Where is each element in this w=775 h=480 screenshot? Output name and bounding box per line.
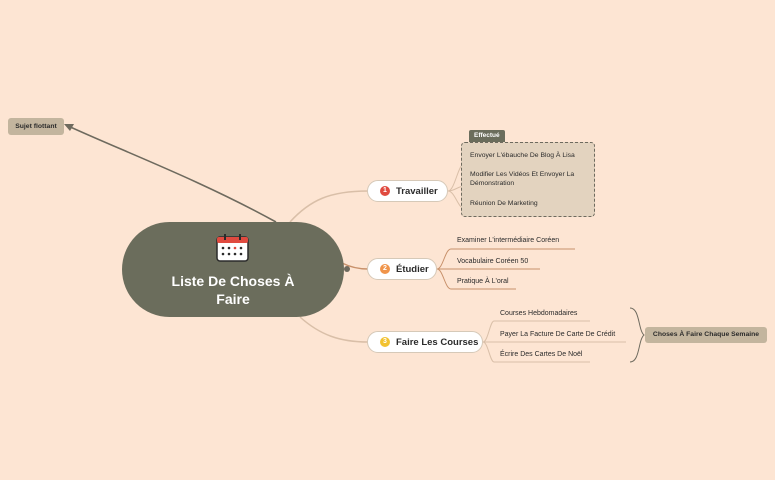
priority-2-icon: 2 bbox=[380, 264, 390, 274]
line-central-etudier bbox=[341, 262, 369, 270]
line-central-travailler bbox=[289, 190, 369, 223]
subtopic[interactable]: Vocabulaire Coréen 50 bbox=[457, 258, 529, 265]
central-topic[interactable]: Liste De Choses À Faire bbox=[122, 222, 344, 317]
priority-1-icon: 1 bbox=[380, 186, 390, 196]
branch-label: Étudier bbox=[396, 263, 429, 275]
subtopic[interactable]: Courses Hebdomadaires bbox=[500, 310, 578, 317]
floating-relationship-line bbox=[65, 124, 277, 223]
floating-topic[interactable]: Sujet flottant bbox=[8, 118, 64, 135]
subtopic[interactable]: Payer La Facture De Carte De Crédit bbox=[500, 331, 616, 338]
branch-label: Faire Les Courses bbox=[396, 336, 479, 348]
summary-topic[interactable]: Choses À Faire Chaque Semaine bbox=[645, 327, 767, 343]
calendar-icon bbox=[216, 234, 249, 262]
branch-travailler[interactable]: 1 Travailler bbox=[367, 180, 448, 202]
subtopic[interactable]: Modifier Les Vidéos Et Envoyer La Démons… bbox=[470, 171, 575, 187]
subtopic[interactable]: Réunion De Marketing bbox=[470, 200, 538, 207]
subtopic[interactable]: Écrire Des Cartes De Noël bbox=[500, 351, 583, 358]
subtopic[interactable]: Examiner L'intermédiaire Coréen bbox=[457, 237, 560, 244]
floating-arrowhead bbox=[64, 124, 74, 131]
lines-faire-subtopics bbox=[482, 320, 495, 363]
branch-etudier[interactable]: 2 Étudier bbox=[367, 258, 437, 280]
subtopic[interactable]: Envoyer L'ébauche De Blog À Lisa bbox=[470, 152, 575, 159]
priority-3-icon: 3 bbox=[380, 337, 390, 347]
subtopic[interactable]: Pratique À L'oral bbox=[457, 278, 509, 285]
line-central-faire bbox=[299, 316, 369, 343]
central-connector-dot bbox=[344, 266, 350, 272]
summary-brace bbox=[629, 307, 645, 363]
central-title: Liste De Choses À Faire bbox=[171, 273, 295, 307]
boundary-label: Effectué bbox=[469, 130, 505, 142]
lines-etudier-subtopics bbox=[436, 248, 452, 290]
branch-label: Travailler bbox=[396, 185, 438, 197]
branch-faire-les-courses[interactable]: 3 Faire Les Courses bbox=[367, 331, 483, 353]
boundary-done[interactable] bbox=[461, 142, 595, 217]
